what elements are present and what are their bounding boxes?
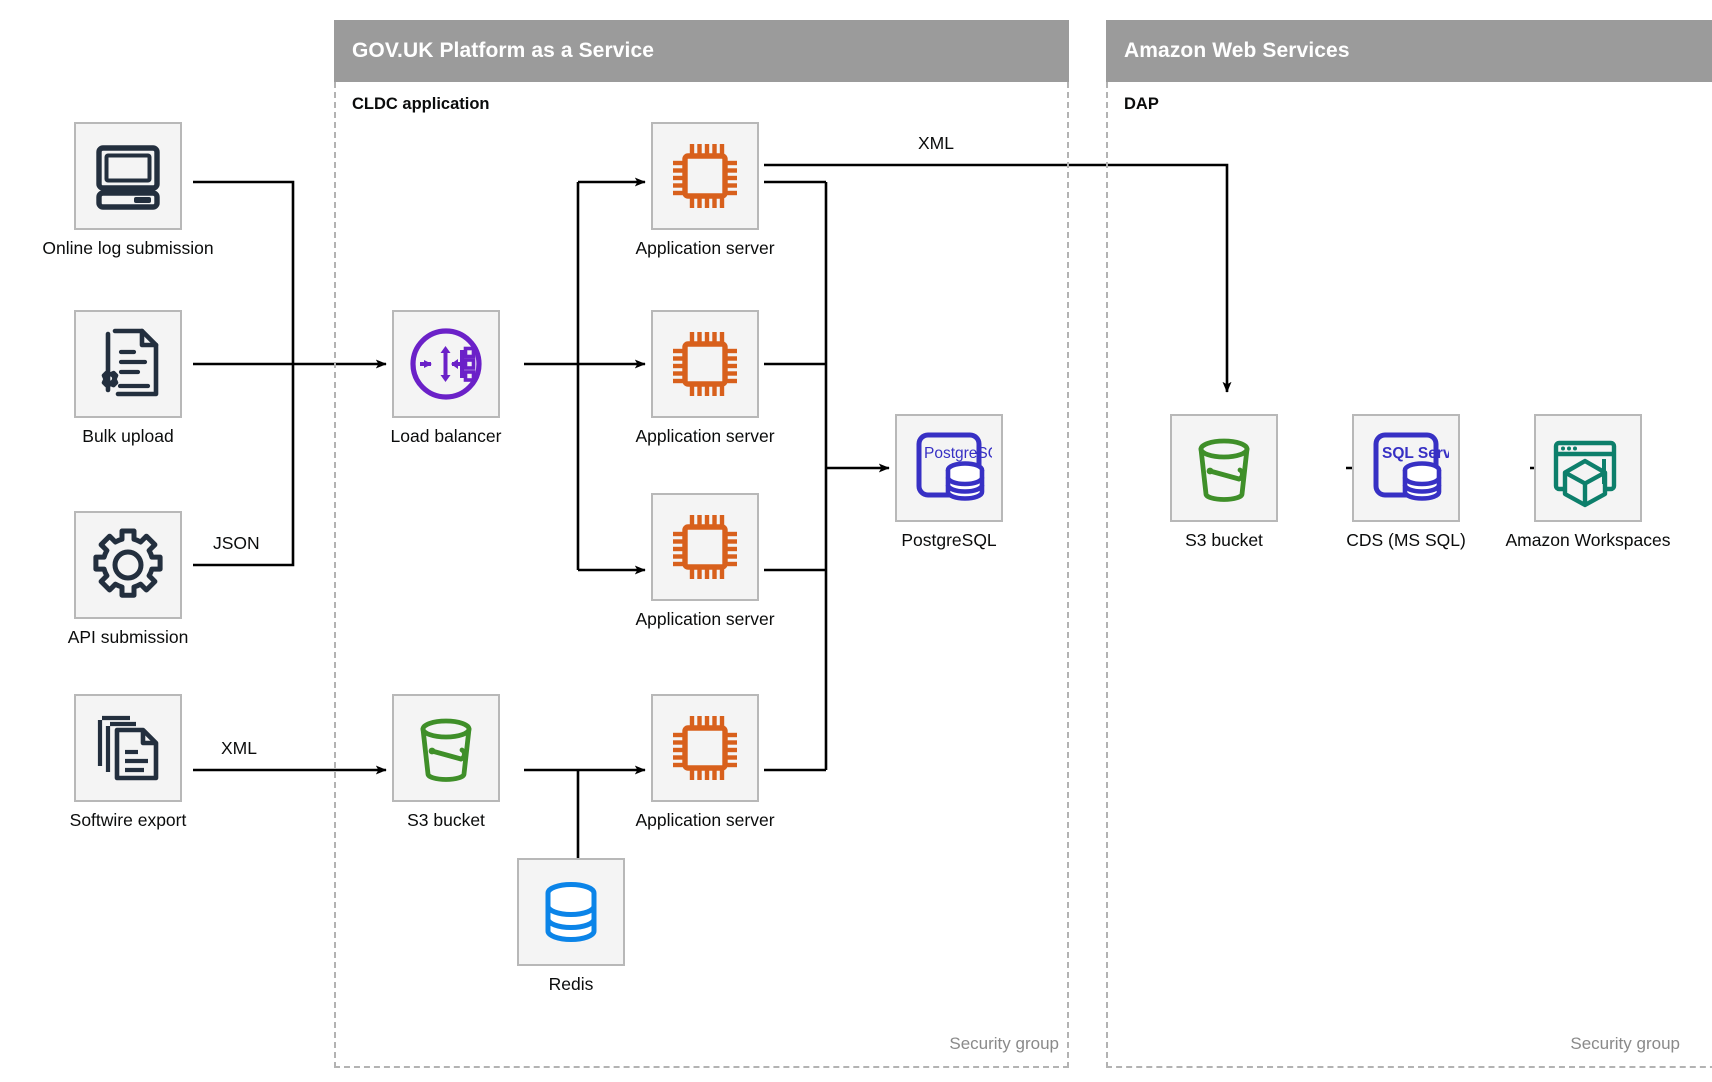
node-box — [651, 694, 759, 802]
node-postgresql[interactable]: PostgreSQL PostgreSQL — [895, 414, 1003, 550]
node-app-server-3[interactable]: Application server — [635, 493, 775, 629]
node-app-server-1[interactable]: Application server — [635, 122, 775, 258]
node-bulk-upload[interactable]: Bulk upload — [74, 310, 182, 446]
node-label: PostgreSQL — [901, 530, 997, 550]
node-label: Application server — [635, 810, 775, 830]
cpu-chip-icon — [673, 515, 737, 579]
node-label: S3 bucket — [407, 810, 485, 830]
node-label: CDS (MS SQL) — [1346, 530, 1466, 550]
node-app-server-2[interactable]: Application server — [635, 310, 775, 446]
edge-label-json: JSON — [208, 533, 265, 554]
zone-band-aws-title: Amazon Web Services — [1124, 39, 1350, 62]
node-box — [74, 694, 182, 802]
document-gear-icon — [101, 328, 159, 397]
document-stack-icon — [97, 715, 159, 781]
node-label: S3 bucket — [1185, 530, 1263, 550]
zone-sub-dap: DAP — [1124, 95, 1159, 113]
security-group-label-paas: Security group — [949, 1034, 1059, 1053]
node-online-log-submission[interactable]: Online log submission — [42, 122, 214, 258]
node-box — [1534, 414, 1642, 522]
node-box — [517, 858, 625, 966]
node-s3-bucket-aws[interactable]: S3 bucket — [1170, 414, 1278, 550]
power-indicator — [134, 197, 151, 203]
s3-bucket-icon — [420, 718, 472, 782]
node-box — [74, 122, 182, 230]
node-label: Online log submission — [42, 238, 214, 258]
postgresql-icon-text: PostgreSQL — [924, 445, 992, 462]
s3-bucket-icon — [1198, 438, 1250, 502]
node-label: Bulk upload — [82, 426, 174, 446]
node-label: Amazon Workspaces — [1505, 530, 1671, 550]
cpu-chip-icon — [673, 332, 737, 396]
node-label: Application server — [635, 609, 775, 629]
node-cds-ms-sql[interactable]: SQL Server CDS (MS SQL) — [1346, 414, 1466, 550]
node-label: Softwire export — [69, 810, 187, 830]
desktop-computer-icon — [96, 145, 160, 210]
amazon-workspaces-icon — [1553, 440, 1617, 508]
node-softwire-export[interactable]: Softwire export — [70, 694, 186, 830]
node-box — [74, 511, 182, 619]
node-label: Application server — [635, 238, 775, 258]
edge-label-xml-softwire: XML — [216, 738, 262, 759]
edge-app1-xml-to-s3 — [764, 163, 1232, 393]
sql-server-icon-text: SQL Server — [1382, 445, 1449, 462]
node-box: PostgreSQL — [895, 414, 1003, 522]
security-group-label-aws: Security group — [1570, 1034, 1680, 1053]
node-box — [651, 122, 759, 230]
zone-band-aws: Amazon Web Services — [1106, 20, 1712, 82]
node-label: Redis — [548, 974, 594, 994]
node-redis[interactable]: Redis — [517, 858, 625, 994]
node-api-submission[interactable]: API submission — [68, 511, 188, 647]
redis-database-icon — [545, 882, 597, 942]
node-box — [1170, 414, 1278, 522]
node-box — [74, 310, 182, 418]
zone-band-paas: GOV.UK Platform as a Service — [334, 20, 1069, 82]
node-box — [651, 493, 759, 601]
node-amazon-workspaces[interactable]: Amazon Workspaces — [1505, 414, 1671, 550]
load-balancer-icon — [410, 328, 482, 400]
gear-icon — [93, 528, 163, 598]
node-s3-bucket-paas[interactable]: S3 bucket — [392, 694, 500, 830]
cpu-chip-icon — [673, 144, 737, 208]
zone-band-paas-title: GOV.UK Platform as a Service — [352, 39, 654, 62]
node-box — [392, 310, 500, 418]
node-label: Application server — [635, 426, 775, 446]
node-load-balancer[interactable]: Load balancer — [391, 310, 501, 446]
edge-online-log-to-lb — [193, 180, 295, 364]
node-label: Load balancer — [390, 426, 502, 446]
cpu-chip-icon — [673, 716, 737, 780]
node-box: SQL Server — [1352, 414, 1460, 522]
postgresql-database-icon: PostgreSQL — [916, 432, 992, 501]
zone-sub-cldc-application: CLDC application — [352, 95, 490, 113]
node-app-server-4[interactable]: Application server — [635, 694, 775, 830]
sql-server-database-icon: SQL Server — [1373, 432, 1449, 501]
node-label: API submission — [67, 627, 189, 647]
edge-api-to-lb — [193, 364, 295, 567]
node-box — [392, 694, 500, 802]
edge-label-xml-dap: XML — [913, 133, 959, 154]
node-box — [651, 310, 759, 418]
